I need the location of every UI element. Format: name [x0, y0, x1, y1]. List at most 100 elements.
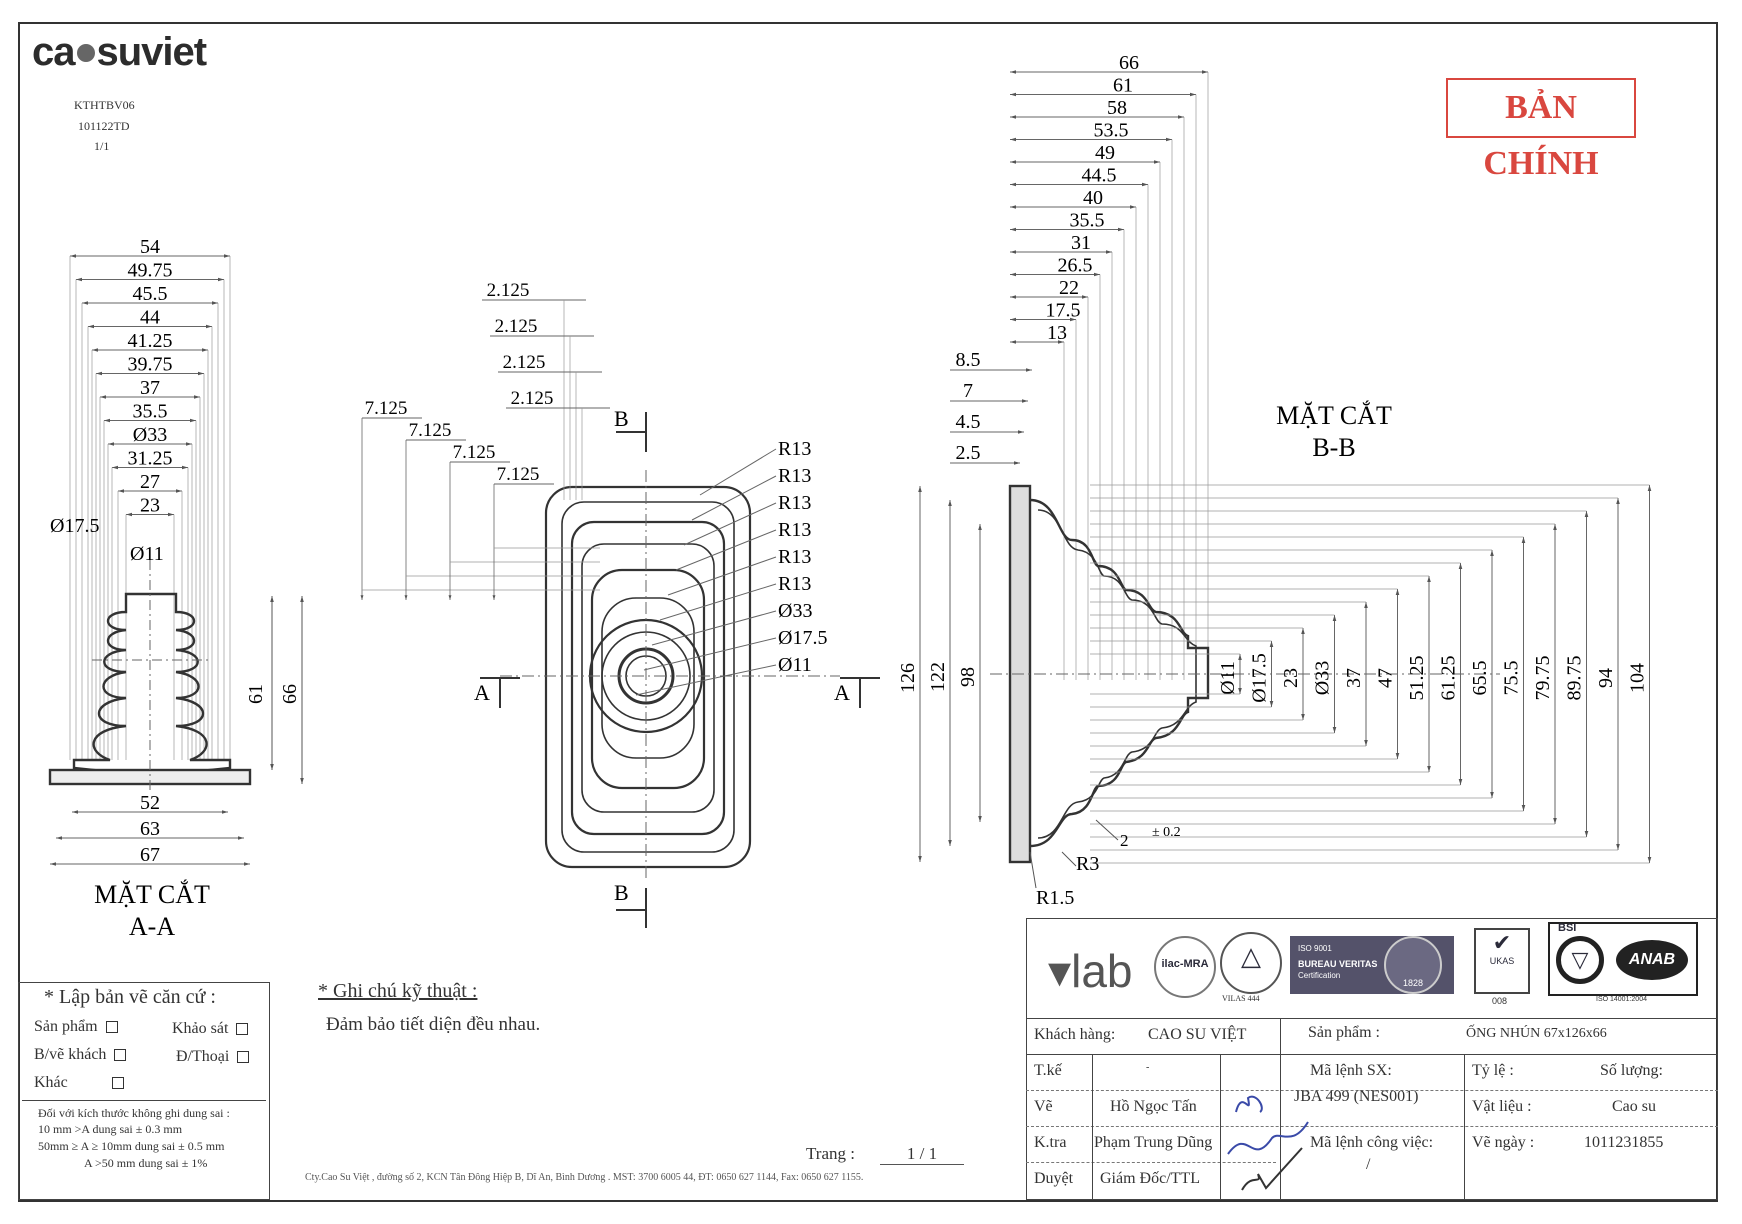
bb-right-h-1: Ø17.5 [1249, 653, 1271, 702]
customer-value: CAO SU VIỆT [1148, 1026, 1247, 1043]
approve-value: Giám Đốc/TTL [1100, 1170, 1200, 1187]
aa-top-dim-7: 35.5 [133, 401, 168, 423]
aa-top-dim-2: 45.5 [133, 283, 168, 305]
tb-col-line-2 [1220, 1054, 1221, 1200]
aa-title-2: A-A [129, 912, 175, 941]
drawing-frame [18, 22, 1718, 1202]
aa-top-dim-3: 44 [140, 307, 160, 329]
tolerance-title: Đối với kích thước không ghi dung sai : [38, 1106, 230, 1120]
basis-item-customer-drawing: B/vẽ khách [34, 1046, 127, 1064]
aa-height-66: 66 [279, 684, 301, 704]
ukas-number: 008 [1492, 996, 1508, 1006]
aa-top-dim-11: 23 [140, 495, 160, 517]
bb-title-1: MẶT CẮT [1276, 401, 1392, 430]
fv-radius-1: R13 [778, 465, 811, 487]
bb-thickness: 2 [1120, 831, 1129, 850]
bb-radius-r15: R1.5 [1036, 887, 1074, 909]
bb-radius-r3: R3 [1076, 853, 1099, 875]
bb-top-dim-6: 40 [1083, 187, 1103, 209]
basis-divider [22, 1100, 266, 1101]
bb-top-dim-5: 44.5 [1082, 165, 1117, 187]
bb-side-dim-0: 8.5 [956, 349, 981, 371]
section-mark-b-bottom: B [614, 880, 629, 905]
section-mark-a-left: A [474, 680, 490, 705]
doc-revision: 101122TD [78, 119, 130, 133]
prod-order-label: Mã lệnh SX: [1310, 1062, 1392, 1079]
section-bb-bellows-profile [1008, 484, 1210, 864]
bureau-veritas-logo: ISO 9001 BUREAU VERITAS Certification 18… [1290, 936, 1454, 994]
fv-radius-leader-6 [651, 610, 777, 646]
checkbox-other[interactable] [111, 1077, 124, 1090]
work-order-value: / [1366, 1156, 1371, 1173]
fv-top-dim-3: 2.125 [511, 388, 554, 409]
checkbox-customer-drawing[interactable] [114, 1049, 127, 1062]
lab-logo: ▾lab [1048, 945, 1133, 997]
bb-right-h-13: 104 [1627, 663, 1649, 693]
bb-right-h-4: 37 [1343, 668, 1365, 688]
bb-top-dim-9: 26.5 [1058, 255, 1093, 277]
checkbox-product[interactable] [105, 1021, 118, 1034]
tolerance-row-2: 50mm ≥ A ≥ 10mm dung sai ± 0.5 mm [38, 1139, 225, 1153]
vilas-logo: △ [1220, 932, 1282, 994]
fv-radius-leader-5 [659, 583, 777, 621]
prod-order-value: JBA 499 (NES001) [1294, 1088, 1419, 1105]
bb-left-h-0: 126 [897, 663, 919, 693]
notes-text: Đảm bảo tiết diện đều nhau. [326, 1014, 541, 1035]
bb-right-h-0: Ø11 [1217, 661, 1239, 695]
bb-side-dim-3: 2.5 [956, 442, 981, 464]
fv-left-dim-0: 7.125 [365, 398, 408, 419]
work-order-label: Mã lệnh công việc: [1310, 1134, 1434, 1151]
quantity-label: Số lượng: [1600, 1062, 1663, 1079]
page-label: Trang : [806, 1144, 855, 1163]
notes-title: * Ghi chú kỹ thuật : [318, 980, 478, 1002]
bb-top-dim-7: 35.5 [1070, 210, 1105, 232]
fv-radius-8: Ø11 [778, 654, 812, 676]
bb-right-h-2: 23 [1280, 668, 1302, 688]
bb-right-h-3: Ø33 [1312, 661, 1334, 695]
aa-bottom-dim-0: 52 [140, 792, 160, 814]
fv-radius-0: R13 [778, 438, 811, 460]
fv-top-dim-0: 2.125 [487, 280, 530, 301]
fv-radius-7: Ø17.5 [778, 627, 827, 649]
material-label: Vật liệu : [1472, 1098, 1532, 1115]
section-aa-height-dims [270, 596, 304, 784]
bb-top-dim-8: 31 [1071, 232, 1091, 254]
section-mark-b-top: B [614, 406, 629, 431]
bb-right-h-6: 51.25 [1406, 656, 1428, 701]
fv-radius-4: R13 [778, 546, 811, 568]
tb-col-line-3 [1280, 1018, 1281, 1200]
fv-radius-leader-4 [667, 556, 777, 596]
aa-dia-outer: Ø17.5 [50, 515, 99, 537]
material-value: Cao su [1612, 1098, 1656, 1115]
bb-title-2: B-B [1312, 433, 1355, 462]
tb-col-line-1 [1092, 1054, 1093, 1200]
basis-item-survey: Khảo sát [172, 1020, 249, 1038]
original-stamp: BẢN CHÍNH [1446, 78, 1636, 182]
checkbox-survey[interactable] [236, 1023, 249, 1036]
fv-radius-3: R13 [778, 519, 811, 541]
checkbox-phone[interactable] [237, 1051, 250, 1064]
fv-top-dim-2: 2.125 [503, 352, 546, 373]
bb-right-h-7: 61.25 [1438, 656, 1460, 701]
aa-dia-inner: Ø11 [130, 543, 164, 565]
basis-item-phone: Đ/Thoại [176, 1048, 250, 1066]
fv-radius-leader-3 [675, 529, 777, 571]
aa-top-dim-9: 31.25 [128, 448, 173, 470]
bb-right-h-8: 65.5 [1469, 661, 1491, 696]
customer-label: Khách hàng: [1034, 1026, 1116, 1043]
design-label: T.kế [1034, 1062, 1062, 1079]
check-value: Phạm Trung Dũng [1094, 1134, 1213, 1151]
cert-strip [1026, 918, 1718, 1018]
basis-item-product: Sản phẩm [34, 1018, 118, 1036]
approve-label: Duyệt [1034, 1170, 1074, 1187]
bb-left-h-2: 98 [957, 667, 979, 687]
bb-right-h-10: 79.75 [1532, 656, 1554, 701]
basis-item-other: Khác [34, 1074, 124, 1092]
tolerance-row-3: A >50 mm dung sai ± 1% [84, 1156, 208, 1170]
fv-radius-2: R13 [778, 492, 811, 514]
